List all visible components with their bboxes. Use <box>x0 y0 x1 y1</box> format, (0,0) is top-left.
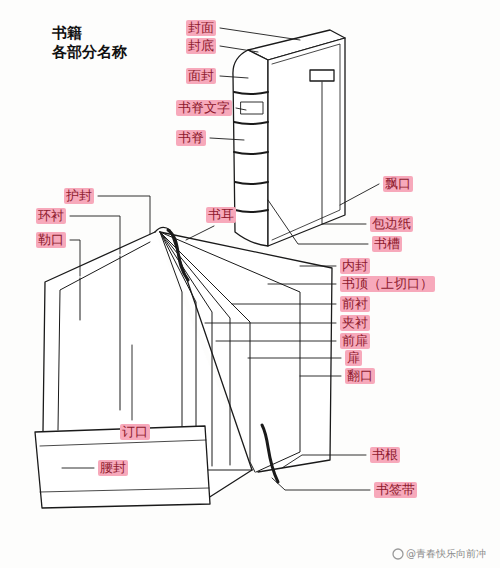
part-label: 护封 <box>64 188 94 204</box>
part-label: 勒口 <box>36 232 66 248</box>
part-label: 内封 <box>340 258 370 274</box>
part-label: 环衬 <box>36 208 66 224</box>
book-front-cover <box>268 38 345 246</box>
part-label: 前衬 <box>340 296 370 312</box>
part-label: 书根 <box>370 447 400 463</box>
part-label: 书脊 <box>176 130 206 146</box>
part-label: 前扉 <box>340 333 370 349</box>
part-label: 封面 <box>186 20 216 36</box>
bookmark-ribbon <box>168 230 188 280</box>
part-label: 包边纸 <box>370 216 413 232</box>
endpaper-lines <box>58 242 150 430</box>
part-label: 订口 <box>120 424 150 440</box>
book-spine <box>233 50 268 246</box>
part-label: 扉 <box>345 350 362 366</box>
watermark-icon <box>393 549 403 559</box>
part-label: 书顶（上切口） <box>340 276 435 292</box>
cover-title-box <box>310 70 334 81</box>
spine-bands <box>234 92 268 212</box>
part-label: 腰封 <box>98 460 128 476</box>
part-label: 书脊文字 <box>176 100 232 116</box>
watermark: @青春快乐向前冲 <box>405 547 487 560</box>
part-label: 书耳 <box>206 207 236 223</box>
spine-text-box <box>241 102 263 114</box>
leader-lines <box>62 196 370 490</box>
part-label: 封底 <box>186 38 216 54</box>
part-label: 书槽 <box>372 236 402 252</box>
part-label: 书签带 <box>374 482 417 498</box>
cover-edge <box>272 44 340 240</box>
bookmark-ribbon <box>262 425 278 482</box>
part-label: 翻口 <box>345 368 375 384</box>
diagram-title: 书籍 各部分名称 <box>52 24 142 62</box>
part-label: 面封 <box>186 68 216 84</box>
part-label: 夹衬 <box>340 315 370 331</box>
part-label: 飘口 <box>383 176 413 192</box>
band-lines <box>40 440 209 492</box>
